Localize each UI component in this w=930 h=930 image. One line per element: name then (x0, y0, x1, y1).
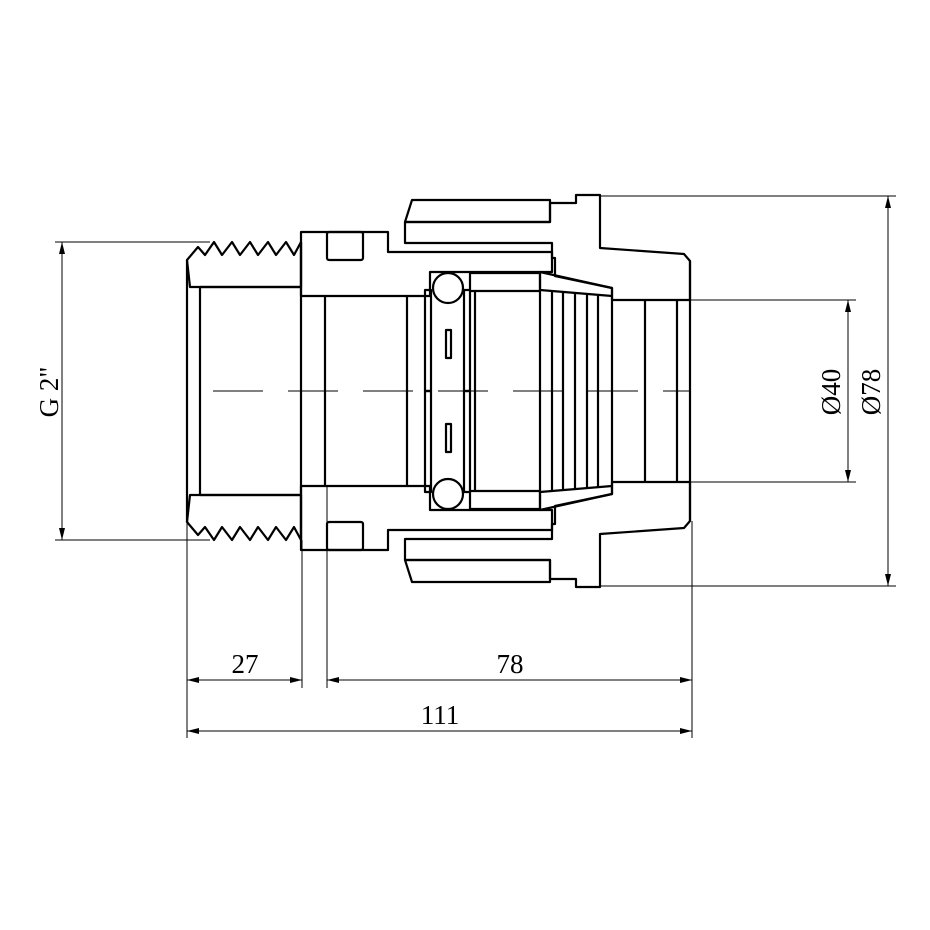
body-length-label: 78 (497, 649, 524, 679)
thread-length-label: 27 (232, 649, 259, 679)
outer-diameter-label: Ø78 (856, 369, 886, 416)
fitting-bottom-half (185, 389, 692, 589)
fitting-top-half (185, 193, 692, 393)
dimension-labels: G 2" Ø40 Ø78 27 78 111 (34, 367, 886, 730)
thread-size-label: G 2" (34, 367, 64, 418)
dimension-lines (55, 195, 896, 738)
total-length-label: 111 (421, 700, 460, 730)
inner-diameter-label: Ø40 (816, 369, 846, 416)
